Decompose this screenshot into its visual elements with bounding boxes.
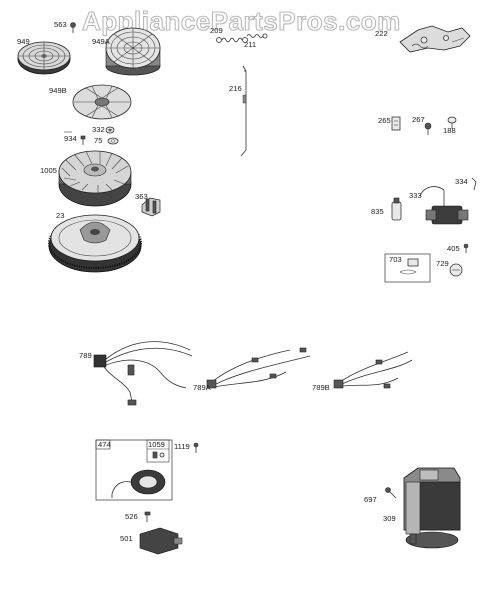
- ignition-armature-333[interactable]: [419, 186, 469, 225]
- screw-1119[interactable]: [193, 442, 199, 453]
- part-label-563: 563: [54, 20, 67, 29]
- part-label-222: 222: [375, 29, 388, 38]
- part-label-949B: 949B: [49, 86, 67, 95]
- part-label-729: 729: [436, 259, 449, 268]
- part-label-211: 211: [244, 40, 256, 49]
- part-label-1119: 1119: [174, 442, 190, 451]
- part-label-209: 209: [210, 26, 223, 35]
- starter-motor-309[interactable]: [403, 467, 461, 549]
- screw-526[interactable]: [144, 511, 151, 522]
- part-label-789A: 789A: [193, 383, 212, 392]
- clip-265[interactable]: [391, 116, 401, 131]
- part-label-934: 934: [64, 134, 77, 143]
- alternator-kit-box-474[interactable]: [95, 439, 173, 501]
- part-label-75: 75: [94, 136, 102, 145]
- part-label-363: 363: [135, 192, 148, 201]
- part-label-789B: 789B: [312, 383, 330, 392]
- part-label-267: 267: [412, 115, 425, 124]
- sub-kit-box-1059[interactable]: [146, 439, 170, 463]
- flywheel-1005[interactable]: [58, 150, 132, 207]
- governor-link-216[interactable]: [240, 65, 247, 157]
- part-label-501: 501: [120, 534, 133, 543]
- screw-563[interactable]: [70, 22, 76, 34]
- part-label-405: 405: [447, 244, 460, 253]
- part-label-309: 309: [383, 514, 396, 523]
- part-label-949: 949: [17, 37, 30, 46]
- part-label-188: 188: [443, 126, 456, 135]
- part-label-216: 216: [229, 84, 242, 93]
- fan-949B[interactable]: [72, 84, 132, 120]
- terminal-729[interactable]: [449, 263, 463, 277]
- governor-bracket-222[interactable]: [399, 25, 471, 53]
- wiring-harness-789B[interactable]: [333, 351, 413, 389]
- spring-209[interactable]: [216, 37, 248, 43]
- part-label-789: 789: [79, 351, 92, 360]
- part-label-23: 23: [56, 211, 64, 220]
- kit-box-703[interactable]: [384, 253, 431, 283]
- part-label-949A: 949A: [92, 37, 111, 46]
- clip-334[interactable]: [471, 177, 477, 191]
- bracket-363[interactable]: [141, 197, 161, 217]
- part-label-474: 474: [98, 440, 111, 449]
- part-label-1059: 1059: [148, 440, 165, 449]
- screw-267[interactable]: [424, 122, 432, 135]
- nut-332[interactable]: [105, 126, 115, 134]
- part-label-1005: 1005: [40, 166, 57, 175]
- flywheel-ring-gear-23[interactable]: [48, 214, 142, 273]
- spark-plug-boot-835[interactable]: [391, 197, 402, 221]
- part-label-334: 334: [455, 177, 468, 186]
- screw-934[interactable]: [80, 135, 86, 145]
- part-label-703: 703: [389, 255, 402, 264]
- blower-grille-949[interactable]: [17, 41, 71, 75]
- screw-697[interactable]: [385, 487, 397, 499]
- screw-188[interactable]: [447, 116, 457, 129]
- spring-211[interactable]: [246, 33, 268, 39]
- washer-75[interactable]: [107, 137, 119, 145]
- part-label-332: 332: [92, 125, 105, 134]
- part-label-526: 526: [125, 512, 138, 521]
- part-label-697: 697: [364, 495, 377, 504]
- rotating-screen-949A[interactable]: [105, 27, 161, 76]
- regulator-501[interactable]: [139, 527, 183, 555]
- part-label-265: 265: [378, 116, 391, 125]
- part-label-333: 333: [409, 191, 422, 200]
- wiring-harness-789[interactable]: [93, 341, 193, 406]
- part-label-835: 835: [371, 207, 384, 216]
- wiring-harness-789A[interactable]: [206, 347, 311, 389]
- screw-405[interactable]: [463, 243, 469, 253]
